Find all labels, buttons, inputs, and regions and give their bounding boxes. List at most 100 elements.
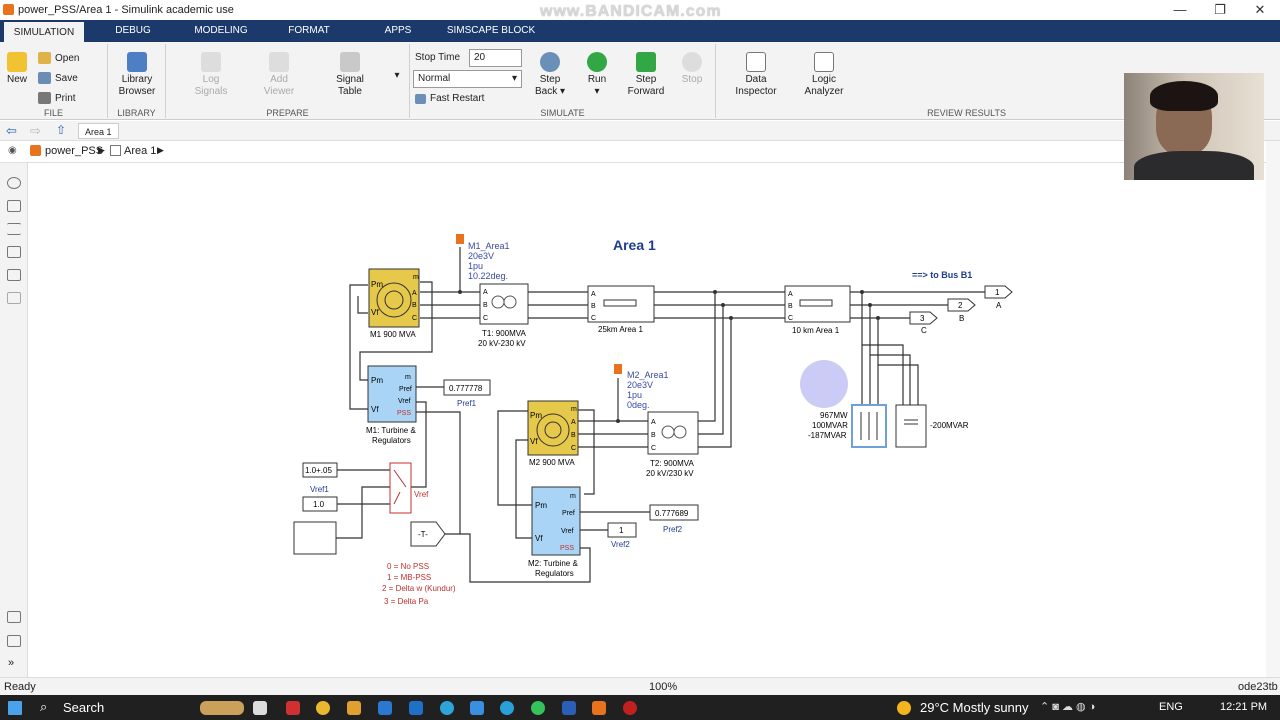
tab-simscape-block[interactable]: SIMSCAPE BLOCK	[446, 25, 536, 36]
solver-name[interactable]: ode23tb	[1238, 681, 1278, 693]
new-button[interactable]: New	[4, 52, 30, 86]
svg-text:967MW: 967MW	[820, 411, 848, 420]
vref2-constant-block[interactable]	[607, 522, 637, 538]
model-tab-area-1[interactable]: Area 1	[78, 123, 119, 139]
zoom-icon[interactable]	[7, 177, 21, 189]
vref1-base-value: 1.0	[313, 500, 325, 509]
property-inspector-icon[interactable]	[7, 635, 21, 647]
t1-transformer-block[interactable]: A B C	[479, 283, 529, 325]
add-viewer-button[interactable]: Add Viewer	[254, 52, 304, 98]
m2-machine-block[interactable]: Pm Vf m A B C	[527, 400, 579, 456]
empty-block[interactable]	[293, 521, 337, 555]
up-icon[interactable]: ⇧	[56, 123, 67, 137]
outport-a[interactable]: 1	[984, 285, 1013, 299]
weather-text[interactable]: 29°C Mostly sunny	[920, 700, 1029, 715]
logic-analyzer-button[interactable]: Logic Analyzer	[798, 52, 850, 98]
word-icon[interactable]	[562, 701, 576, 715]
breadcrumb-root[interactable]: power_PSS	[45, 145, 104, 157]
line-10km-block[interactable]: A B C	[784, 285, 851, 323]
outport-c[interactable]: 3	[909, 311, 938, 325]
table-icon	[340, 52, 360, 72]
expand-icon[interactable]: »	[8, 657, 15, 669]
camera-icon[interactable]	[7, 611, 21, 623]
tab-modeling[interactable]: MODELING	[194, 25, 248, 36]
line-25km-block[interactable]: A B C	[587, 285, 655, 323]
signal-table-button[interactable]: Signal Table	[324, 52, 376, 98]
fit-to-view-icon[interactable]	[7, 200, 21, 212]
store-icon[interactable]	[470, 701, 484, 715]
telegram-icon[interactable]	[500, 701, 514, 715]
print-button[interactable]: Print	[38, 92, 76, 104]
print-icon	[38, 92, 51, 104]
rlc-load-block[interactable]	[851, 404, 887, 448]
search-icon[interactable]: ⌕	[40, 699, 48, 714]
step-forward-button[interactable]: Step Forward	[625, 52, 667, 98]
news-widget-icon[interactable]	[200, 701, 244, 715]
whatsapp-icon[interactable]	[531, 701, 545, 715]
acrobat-icon[interactable]	[286, 701, 300, 715]
hide-explorer-icon[interactable]: ◉	[8, 145, 17, 156]
m2-measurement-block[interactable]	[614, 364, 622, 374]
prepare-gallery-arrow[interactable]: ▾	[394, 70, 400, 81]
data-inspector-button[interactable]: Data Inspector	[730, 52, 782, 98]
bandicam-icon[interactable]	[623, 701, 637, 715]
vref-switch-block[interactable]	[389, 462, 412, 514]
step-back-button[interactable]: Step Back ▾	[532, 52, 568, 98]
tab-simulation[interactable]: SIMULATION	[4, 20, 84, 42]
step-back-icon	[540, 52, 560, 72]
pref2-constant-block[interactable]	[649, 504, 699, 521]
m2-turbine-regulators-block[interactable]: Pm Vf m Pref Vref PSS	[531, 486, 581, 556]
arrows-icon[interactable]	[7, 223, 21, 235]
outlook-icon[interactable]	[409, 701, 423, 715]
run-button[interactable]: Run▾	[582, 52, 612, 98]
windows-start-icon[interactable]	[8, 701, 22, 715]
vref1-base-constant[interactable]	[302, 496, 338, 512]
capacitor-block[interactable]	[895, 404, 927, 448]
vertical-scrollbar[interactable]	[1266, 141, 1280, 677]
task-view-icon[interactable]	[253, 701, 267, 715]
m1-label: M1 900 MVA	[370, 330, 416, 339]
library-browser-button[interactable]: Library Browser	[112, 52, 162, 98]
line2-label: 10 km Area 1	[792, 326, 840, 335]
svg-text:PSS: PSS	[397, 410, 411, 417]
chrome-icon[interactable]	[316, 701, 330, 715]
model-canvas[interactable]: Area 1 M1_Area1 20e3V 1pu 10.22deg. Pm V…	[28, 163, 1272, 677]
minimize-button[interactable]: —	[1173, 2, 1187, 17]
m1-machine-block[interactable]: Pm Vf m A B C	[368, 268, 420, 328]
prepare-section: Log Signals Add Viewer Signal Table ▾ PR…	[166, 44, 410, 118]
edge-icon[interactable]	[440, 701, 454, 715]
annotation-icon[interactable]	[7, 246, 21, 258]
image-icon[interactable]	[7, 269, 21, 281]
clock[interactable]: 12:21 PM	[1220, 701, 1268, 713]
outport-b[interactable]: 2	[947, 298, 976, 312]
vref1-step-constant[interactable]	[302, 462, 338, 478]
mail-icon[interactable]	[378, 701, 392, 715]
stop-button[interactable]: Stop	[678, 52, 706, 86]
tray-icons[interactable]: ⌃ ◙ ☁ ◍ ◑	[1040, 701, 1096, 713]
tab-apps[interactable]: APPS	[384, 25, 412, 36]
close-button[interactable]: ✕	[1254, 2, 1266, 17]
tab-format[interactable]: FORMAT	[288, 25, 330, 36]
file-explorer-icon[interactable]	[347, 701, 361, 715]
pref1-constant-block[interactable]	[443, 379, 491, 396]
tab-debug[interactable]: DEBUG	[115, 25, 151, 36]
matlab-taskbar-icon[interactable]	[592, 701, 606, 715]
breadcrumb-child[interactable]: Area 1	[124, 145, 157, 157]
save-button[interactable]: Save	[38, 72, 78, 84]
forward-icon[interactable]: ⇨	[30, 123, 41, 138]
language-indicator[interactable]: ENG	[1159, 701, 1183, 713]
log-signals-button[interactable]: Log Signals	[186, 52, 236, 98]
simulation-mode-select[interactable]: Normal▾	[413, 70, 522, 88]
goto-t-block[interactable]: -T-	[410, 521, 446, 547]
back-icon[interactable]: ⇦	[6, 123, 17, 138]
fast-restart-button[interactable]: Fast Restart	[415, 93, 484, 104]
stop-time-input[interactable]: 20	[469, 49, 522, 67]
t2-transformer-block[interactable]: A B C	[647, 411, 699, 455]
maximize-button[interactable]: ❐	[1214, 2, 1226, 17]
svg-text:1 = MB-PSS: 1 = MB-PSS	[387, 573, 431, 582]
m1-measurement-block[interactable]	[456, 234, 464, 244]
m1-turbine-regulators-block[interactable]: Pm Vf m Pref Vref PSS	[367, 365, 417, 423]
area-icon[interactable]	[7, 292, 21, 304]
taskbar-search[interactable]: Search	[63, 700, 105, 715]
open-button[interactable]: Open	[38, 52, 79, 64]
